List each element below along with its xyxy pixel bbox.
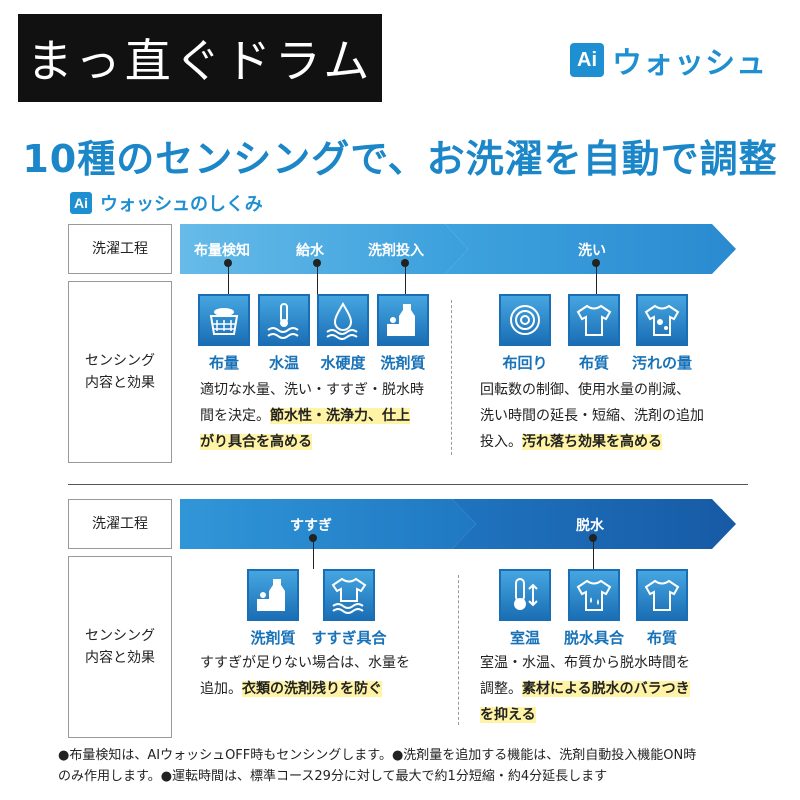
page-title: 10種のセンシングで、お洗濯を自動で調整 bbox=[22, 137, 778, 181]
desc-text: 間を決定。 bbox=[200, 408, 270, 424]
icon-label: 布質 bbox=[578, 354, 609, 372]
column-divider bbox=[451, 300, 452, 455]
icon-label: すすぎ具合 bbox=[311, 629, 387, 647]
connector-line bbox=[596, 262, 597, 294]
shirt-icon bbox=[636, 569, 688, 621]
footnote-line: ●布量検知は、AIウォッシュOFF時もセンシングします。●洗剤量を追加する機能は… bbox=[58, 748, 697, 763]
sensing-label-line2: 内容と効果 bbox=[85, 375, 155, 391]
connector-line bbox=[228, 262, 229, 294]
brand-logo: Ai ウォッシュ bbox=[570, 40, 767, 81]
icon-label: 洗剤質 bbox=[250, 629, 296, 647]
desc-line: 回転数の制御、使用水量の削減、 bbox=[480, 382, 690, 398]
process-label: 洗濯工程 bbox=[68, 499, 172, 549]
icon-label: 水硬度 bbox=[320, 354, 366, 372]
connector-line bbox=[313, 537, 314, 569]
desc-highlight: を抑える bbox=[480, 707, 536, 723]
sensing-label-line1: センシング bbox=[85, 627, 155, 644]
connector-dot bbox=[224, 259, 232, 267]
spin-dry-shirt-icon bbox=[568, 569, 620, 621]
laundry-basket-icon bbox=[198, 294, 250, 346]
column-divider bbox=[458, 575, 459, 725]
shirt-icon bbox=[568, 294, 620, 346]
desc-line: 調整。素材による脱水のバラつき bbox=[480, 676, 740, 702]
connector-line bbox=[317, 262, 318, 294]
desc-line: 洗い時間の延長・短縮、洗剤の追加 bbox=[480, 408, 704, 424]
icon-label: 布質 bbox=[646, 629, 677, 647]
description-left: 適切な水量、洗い・すすぎ・脱水時 間を決定。節水性・洗浄力、仕上 がり具合を高め… bbox=[200, 377, 440, 455]
sensing-label-line2: 内容と効果 bbox=[85, 650, 155, 666]
step-rinse: すすぎ bbox=[290, 518, 332, 534]
connector-line bbox=[405, 262, 406, 294]
icon-label: 脱水具合 bbox=[563, 629, 624, 647]
ai-logo-icon: Ai bbox=[570, 43, 604, 77]
desc-text: 追加。 bbox=[200, 681, 242, 697]
icon-label: 汚れの量 bbox=[631, 354, 692, 372]
desc-line: 室温・水温、布質から脱水時間を bbox=[480, 655, 690, 671]
thermometer-water-icon bbox=[258, 294, 310, 346]
process-label: 洗濯工程 bbox=[68, 224, 172, 274]
desc-line: を抑える bbox=[480, 702, 740, 728]
desc-line: 間を決定。節水性・洗浄力、仕上 bbox=[200, 403, 440, 429]
sensing-label: センシング 内容と効果 bbox=[68, 556, 172, 738]
desc-text: 投入。 bbox=[480, 434, 522, 450]
connector-dot bbox=[592, 259, 600, 267]
desc-line: がり具合を高める bbox=[200, 429, 440, 455]
icon-label: 洗剤質 bbox=[380, 354, 426, 372]
subheading-text: ウォッシュのしくみ bbox=[100, 194, 263, 215]
brand-name: ウォッシュ bbox=[612, 46, 767, 81]
step-spin: 脱水 bbox=[576, 518, 604, 534]
thermometer-icon bbox=[499, 569, 551, 621]
description-right: 室温・水温、布質から脱水時間を 調整。素材による脱水のバラつき を抑える bbox=[480, 650, 740, 728]
icon-label: 室温 bbox=[509, 629, 540, 647]
desc-highlight: 節水性・洗浄力、仕上 bbox=[270, 408, 410, 424]
detergent-bottle-icon bbox=[377, 294, 429, 346]
desc-highlight: がり具合を高める bbox=[200, 434, 312, 450]
desc-line: 適切な水量、洗い・すすぎ・脱水時 bbox=[200, 382, 424, 398]
desc-highlight: 素材による脱水のバラつき bbox=[522, 681, 690, 697]
desc-line: 追加。衣類の洗剤残りを防ぐ bbox=[200, 676, 450, 702]
footnote: ●布量検知は、AIウォッシュOFF時もセンシングします。●洗剤量を追加する機能は… bbox=[58, 745, 788, 787]
water-drop-icon bbox=[317, 294, 369, 346]
connector-dot bbox=[309, 534, 317, 542]
sensing-label: センシング 内容と効果 bbox=[68, 281, 172, 463]
connector-dot bbox=[589, 534, 597, 542]
product-badge: まっ直ぐドラム bbox=[18, 14, 382, 102]
desc-highlight: 汚れ落ち効果を高める bbox=[522, 434, 662, 450]
section-subheading: Ai ウォッシュのしくみ bbox=[70, 190, 263, 216]
step-wash: 洗い bbox=[578, 243, 606, 259]
step-water-supply: 給水 bbox=[296, 243, 324, 259]
connector-dot bbox=[313, 259, 321, 267]
desc-highlight: 衣類の洗剤残りを防ぐ bbox=[242, 681, 382, 697]
spiral-icon bbox=[499, 294, 551, 346]
icon-label: 布回り bbox=[502, 354, 548, 372]
step-detergent: 洗剤投入 bbox=[368, 243, 424, 259]
connector-line bbox=[593, 537, 594, 569]
footnote-line: のみ作用します。●運転時間は、標準コース29分に対して最大で約1分短縮・約4分延… bbox=[58, 769, 608, 784]
desc-text: 調整。 bbox=[480, 681, 522, 697]
rinse-shirt-icon bbox=[323, 569, 375, 621]
desc-line: 投入。汚れ落ち効果を高める bbox=[480, 429, 740, 455]
description-left: すすぎが足りない場合は、水量を 追加。衣類の洗剤残りを防ぐ bbox=[200, 650, 450, 702]
detergent-bottle-icon bbox=[247, 569, 299, 621]
sensing-label-line1: センシング bbox=[85, 352, 155, 369]
icon-label: 水温 bbox=[268, 354, 299, 372]
description-right: 回転数の制御、使用水量の削減、 洗い時間の延長・短縮、洗剤の追加 投入。汚れ落ち… bbox=[480, 377, 740, 455]
ai-logo-icon: Ai bbox=[70, 192, 92, 214]
stained-shirt-icon bbox=[636, 294, 688, 346]
icon-label: 布量 bbox=[208, 354, 239, 372]
section-divider bbox=[68, 484, 748, 485]
step-cloth-detect: 布量検知 bbox=[194, 243, 250, 259]
connector-dot bbox=[401, 259, 409, 267]
desc-line: すすぎが足りない場合は、水量を bbox=[200, 655, 410, 671]
